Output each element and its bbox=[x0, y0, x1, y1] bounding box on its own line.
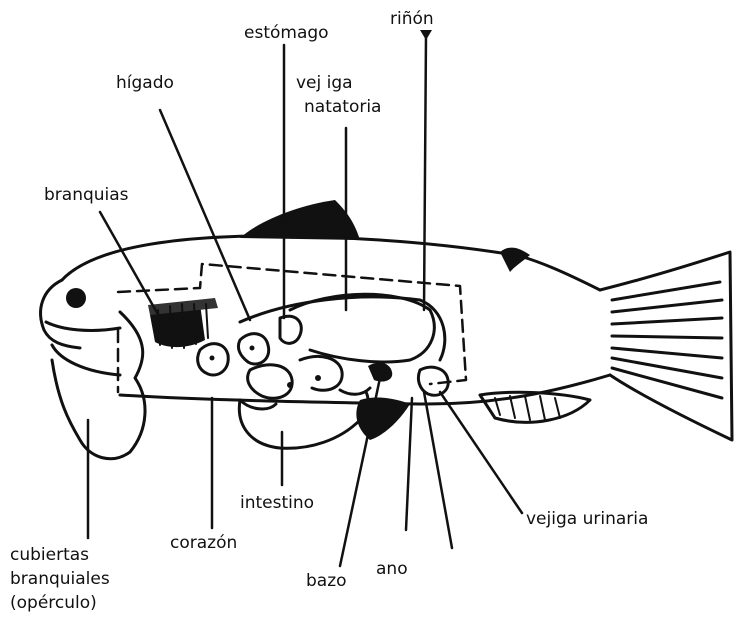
leader-vejiga-urinaria bbox=[440, 392, 522, 513]
tail-fin bbox=[600, 252, 732, 440]
label-intestino: intestino bbox=[240, 493, 314, 513]
label-cubiertas-2: branquiales bbox=[10, 569, 110, 589]
label-corazon: corazón bbox=[170, 533, 237, 553]
label-vejiga-natatoria-2: natatoria bbox=[304, 97, 381, 117]
label-bazo: bazo bbox=[306, 571, 347, 591]
kidney bbox=[240, 297, 445, 360]
label-ano: ano bbox=[376, 559, 408, 579]
gill-cover bbox=[52, 312, 145, 459]
label-estomago: estómago bbox=[244, 23, 329, 43]
label-cubiertas-3: (opérculo) bbox=[10, 593, 97, 613]
label-higado: hígado bbox=[116, 73, 174, 93]
pelvic-fin bbox=[356, 397, 410, 440]
leader-higado bbox=[160, 110, 250, 320]
anal-fin bbox=[480, 392, 590, 422]
label-rinon: riñón bbox=[390, 9, 434, 29]
adipose-fin bbox=[500, 248, 530, 272]
leader-ano-2 bbox=[424, 392, 452, 548]
rinon-arrow bbox=[420, 30, 432, 40]
label-cubiertas-1: cubiertas bbox=[10, 545, 89, 565]
leader-rinon bbox=[424, 35, 426, 310]
leader-branquias bbox=[100, 212, 160, 318]
swim-bladder bbox=[290, 294, 434, 362]
eye bbox=[66, 288, 86, 308]
leader-ano-1 bbox=[406, 398, 412, 530]
label-branquias: branquias bbox=[44, 185, 129, 205]
label-vejiga-natatoria-1: vej iga bbox=[296, 73, 353, 93]
stomach bbox=[280, 316, 301, 343]
label-vejiga-urinaria: vejiga urinaria bbox=[526, 509, 648, 529]
dorsal-fin bbox=[240, 200, 360, 240]
